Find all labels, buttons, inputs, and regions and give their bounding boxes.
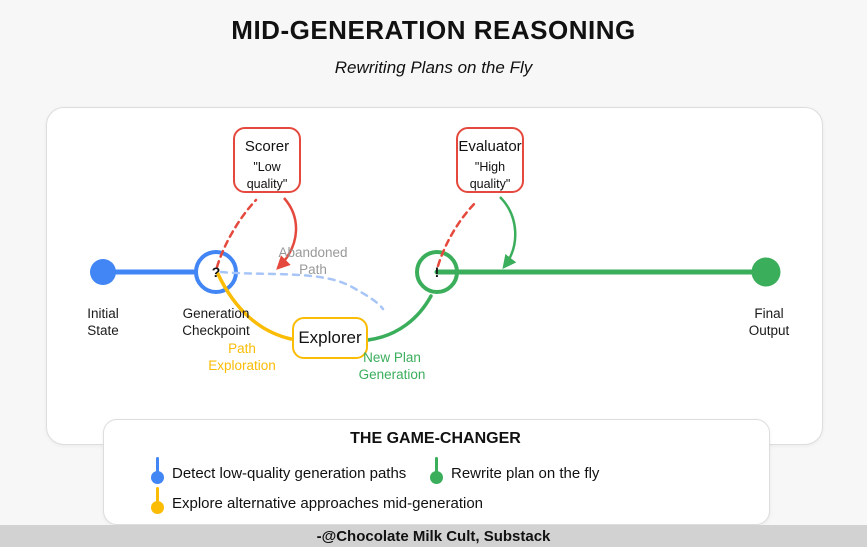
scorer-title: Scorer	[244, 138, 290, 155]
explorer-box: Explorer	[292, 317, 368, 359]
green-pin-icon	[430, 457, 443, 484]
evaluator-quote: "High quality"	[469, 160, 511, 191]
legend-item-detect: Detect low-quality generation paths	[151, 457, 406, 484]
legend-item-label: Rewrite plan on the fly	[451, 465, 600, 482]
path-exploration-label: Path Exploration	[208, 341, 276, 373]
explorer-title: Explorer	[298, 328, 362, 347]
scorer-box: Scorer "Low quality"	[233, 127, 301, 193]
attribution-bar: -@Chocolate Milk Cult, Substack	[0, 525, 867, 547]
page-title: MID-GENERATION REASONING	[231, 15, 636, 45]
legend-item-explore: Explore alternative approaches mid-gener…	[151, 487, 483, 514]
legend-item-label: Detect low-quality generation paths	[172, 465, 407, 482]
generation-checkpoint-label: Generation Checkpoint	[182, 306, 250, 338]
legend-item-rewrite: Rewrite plan on the fly	[430, 457, 599, 484]
final-output-label: Final Output	[748, 306, 790, 338]
attribution-text: -@Chocolate Milk Cult, Substack	[316, 527, 551, 545]
new-plan-generation-label: New Plan Generation	[358, 350, 426, 382]
abandoned-path-label: Abandoned Path	[278, 245, 348, 277]
legend-item-label: Explore alternative approaches mid-gener…	[172, 495, 484, 512]
scorer-quote: "Low quality"	[246, 160, 288, 191]
diagram-card	[46, 107, 823, 445]
page-subtitle: Rewriting Plans on the Fly	[334, 58, 533, 77]
yellow-pin-icon	[151, 487, 164, 514]
legend-title: THE GAME-CHANGER	[350, 430, 521, 447]
evaluator-title: Evaluator	[458, 138, 522, 155]
blue-pin-icon	[151, 457, 164, 484]
initial-state-label: Initial State	[87, 306, 119, 338]
evaluator-box: Evaluator "High quality"	[456, 127, 524, 193]
